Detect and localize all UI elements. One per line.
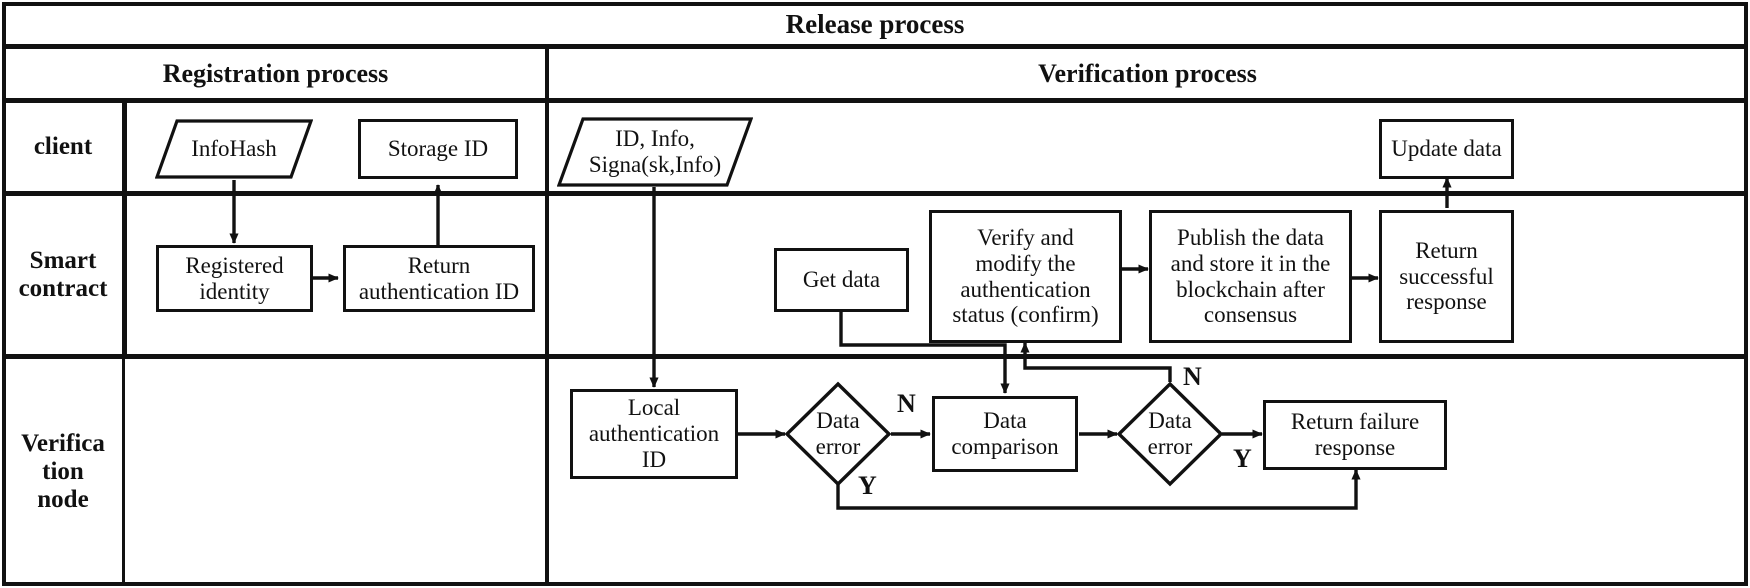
node-data-comparison-label: Data comparison — [951, 408, 1059, 459]
id-info-signa-shape — [557, 117, 753, 187]
node-storage-id[interactable]: Storage ID — [358, 119, 518, 179]
divider-title-bottom — [2, 44, 1748, 49]
node-data-error-2[interactable]: Data error — [1116, 381, 1224, 487]
data-error-2-shape — [1116, 381, 1224, 487]
node-get-data[interactable]: Get data — [774, 248, 909, 312]
column-header-registration: Registration process — [162, 58, 389, 88]
node-data-comparison[interactable]: Data comparison — [932, 396, 1078, 472]
node-local-authentication-id[interactable]: Local authentication ID — [570, 389, 738, 479]
node-return-successful-response-label: Return successful response — [1399, 237, 1494, 315]
data-error-1-shape — [784, 381, 892, 487]
node-id-info-signa-label: ID, Info, Signa(sk,Info) — [588, 126, 722, 177]
node-return-successful-response[interactable]: Return successful response — [1379, 210, 1514, 343]
lane-label-smart-contract: Smart contract — [18, 247, 108, 302]
node-infohash-label: InfoHash — [191, 136, 277, 161]
divider-contract-bottom — [2, 354, 1748, 359]
column-header-verification: Verification process — [1038, 58, 1257, 88]
node-update-data[interactable]: Update data — [1379, 119, 1514, 179]
branch-label-error2-no: N — [1183, 362, 1202, 391]
divider-client-bottom — [2, 191, 1748, 196]
divider-lane-label-column-thick — [122, 98, 127, 355]
node-local-authentication-id-label: Local authentication ID — [588, 395, 720, 472]
node-verify-and-modify-label: Verify and modify the authentication sta… — [952, 224, 1099, 328]
branch-label-error1-no: N — [897, 389, 916, 418]
lane-label-verification-node: Verifica tion node — [21, 429, 105, 513]
node-publish-blockchain[interactable]: Publish the data and store it in the blo… — [1149, 210, 1352, 343]
node-infohash[interactable]: InfoHash — [155, 119, 313, 179]
node-storage-id-label: Storage ID — [387, 136, 489, 161]
infohash-shape — [155, 119, 313, 179]
page-title: Release process — [785, 8, 965, 39]
node-registered-identity[interactable]: Registered identity — [156, 245, 313, 312]
lane-label-client: client — [33, 133, 93, 160]
node-verify-and-modify[interactable]: Verify and modify the authentication sta… — [929, 210, 1122, 343]
divider-subheader-bottom — [2, 98, 1748, 103]
node-update-data-label: Update data — [1391, 136, 1502, 161]
node-id-info-signa[interactable]: ID, Info, Signa(sk,Info) — [557, 117, 753, 187]
node-get-data-label: Get data — [802, 267, 881, 292]
node-registered-identity-label: Registered identity — [185, 252, 284, 304]
divider-process-columns — [545, 49, 549, 586]
node-return-authentication-id-label: Return authentication ID — [358, 252, 520, 304]
node-return-failure-response[interactable]: Return failure response — [1263, 400, 1447, 470]
node-publish-blockchain-label: Publish the data and store it in the blo… — [1170, 224, 1331, 328]
node-return-failure-response-label: Return failure response — [1290, 409, 1420, 460]
node-return-authentication-id[interactable]: Return authentication ID — [343, 245, 535, 312]
branch-label-error1-yes: Y — [858, 471, 877, 500]
branch-label-error2-yes: Y — [1233, 444, 1252, 473]
